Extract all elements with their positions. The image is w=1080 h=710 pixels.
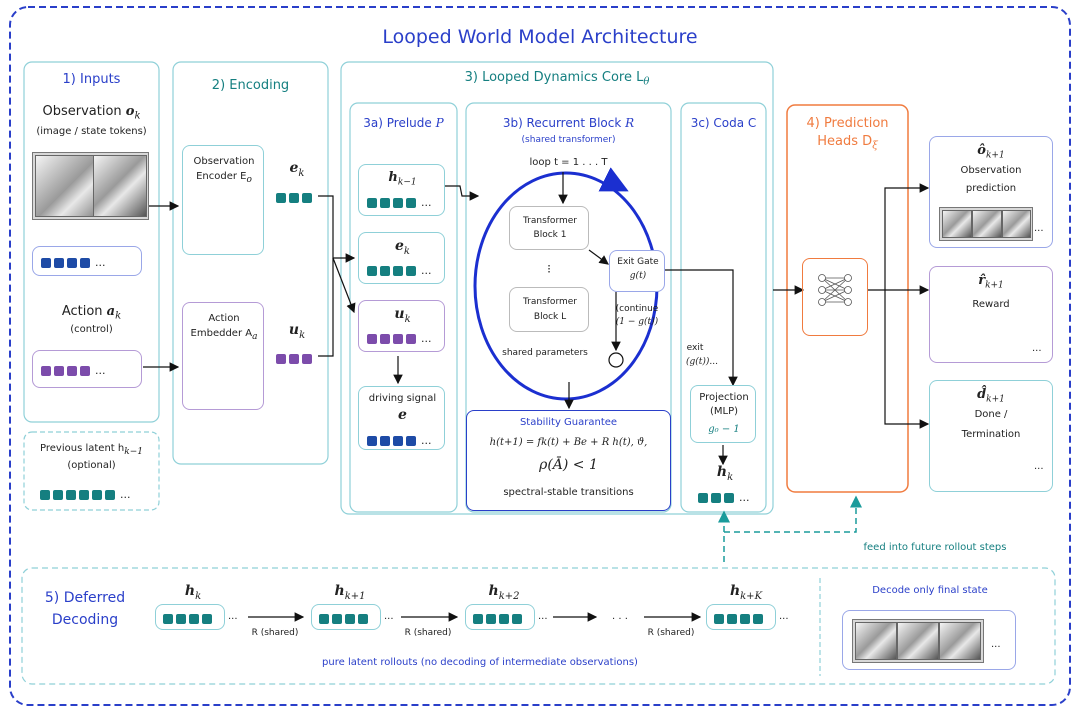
prelude-uk: uk ... [358, 300, 445, 352]
prediction-heading-1: 4) Prediction [806, 116, 889, 131]
prev-latent-note: (optional) [67, 460, 116, 471]
recurrent-note: (shared transformer) [521, 135, 616, 145]
deferred-heading-1: 5) Deferred [44, 590, 126, 606]
prediction-network-icon [818, 274, 852, 306]
stability-guarantee: Stability Guarantee h(t+1) = fk(t) + Be … [466, 410, 671, 511]
rollout-state-0-label: hk [184, 583, 202, 602]
obs-prediction-head: ôk+1 Observation prediction ... [929, 136, 1053, 248]
action-embedder: Action Embedder Aa [182, 302, 264, 410]
deferred-heading-2: Decoding [51, 612, 119, 628]
feed-note: feed into future rollout steps [863, 542, 1007, 553]
observation-note: (image / state tokens) [36, 126, 147, 137]
transformer-block-1: Transformer Block 1 [509, 206, 589, 250]
exit-expr: (g(t))... [685, 357, 718, 367]
exit-gate: Exit Gate g(t) [609, 250, 665, 292]
prelude-driving-signal: driving signal e ... [358, 386, 445, 450]
observation-tokens: ... [32, 246, 142, 276]
uk-symbol: uk [288, 322, 306, 341]
prev-latent-tokens: ... [40, 487, 131, 501]
rollout-state-2-label: hk+2 [488, 583, 520, 602]
page-title: Looped World Model Architecture [382, 26, 698, 48]
continue-label: (continue [615, 304, 659, 314]
recurrent-panel [465, 102, 672, 513]
prelude-heading: 3a) Prelude P [363, 116, 444, 130]
observation-label: Observation ok [42, 104, 141, 122]
transition-label-0: R (shared) [251, 628, 299, 638]
deferred-footer: pure latent rollouts (no decoding of int… [322, 657, 638, 668]
transition-label-2: R (shared) [647, 628, 695, 638]
recurrent-heading: 3b) Recurrent Block R [502, 116, 635, 130]
hk-symbol: hk [716, 464, 734, 483]
inputs-heading: 1) Inputs [62, 72, 121, 87]
decoded-final-state: ... [842, 610, 1016, 670]
coda-heading: 3c) Coda C [690, 116, 757, 130]
prelude-h-prev: hk−1 ... [358, 164, 445, 216]
prev-latent-panel [23, 431, 160, 511]
exit-label: exit [686, 343, 704, 353]
transformer-block-L: Transformer Block L [509, 287, 589, 332]
prediction-heading-2: Heads Dξ [817, 134, 878, 152]
prelude-ek: ek ... [358, 232, 445, 284]
uk-tokens [276, 351, 315, 365]
action-note: (control) [70, 324, 113, 335]
observation-image [32, 152, 149, 220]
action-label: Action ak [61, 304, 122, 322]
rollout-mid-dots: . . . [612, 611, 628, 622]
observation-encoder: Observation Encoder Eo [182, 145, 264, 255]
done-head: d̂k+1 Done / Termination ... [929, 380, 1053, 492]
prediction-network [802, 258, 868, 336]
core-heading: 3) Looped Dynamics Core Lθ [464, 70, 650, 88]
inputs-panel [23, 61, 160, 423]
rollout-state-K [706, 604, 776, 630]
reward-head: r̂k+1 Reward ... [929, 266, 1053, 363]
continue-expr: (1 − g(t)) [615, 317, 659, 327]
rollout-state-1-label: hk+1 [334, 583, 366, 602]
encoding-panel [172, 61, 329, 465]
rollout-state-K-label: hk+K [729, 583, 763, 602]
decode-heading: Decode only final state [872, 585, 988, 596]
rollout-state-1 [311, 604, 381, 630]
projection-mlp: Projection (MLP) g₀ − 1 [690, 385, 756, 443]
encoding-heading: 2) Encoding [211, 78, 290, 93]
outer-frame [9, 6, 1071, 706]
ek-tokens [276, 190, 315, 204]
core-panel [340, 61, 774, 515]
prev-latent-label: Previous latent hk−1 [40, 443, 143, 457]
hk-tokens: ... [698, 490, 750, 504]
loop-label: loop t = 1 . . . T [529, 157, 608, 168]
rollout-state-2 [465, 604, 535, 630]
prediction-panel [786, 104, 909, 493]
transformer-dots: ⁝ [547, 262, 551, 276]
rollout-state-0 [155, 604, 225, 630]
shared-parameters: shared parameters [502, 348, 588, 358]
action-tokens: ... [32, 350, 142, 388]
transition-label-1: R (shared) [404, 628, 452, 638]
ek-symbol: ek [289, 160, 305, 179]
